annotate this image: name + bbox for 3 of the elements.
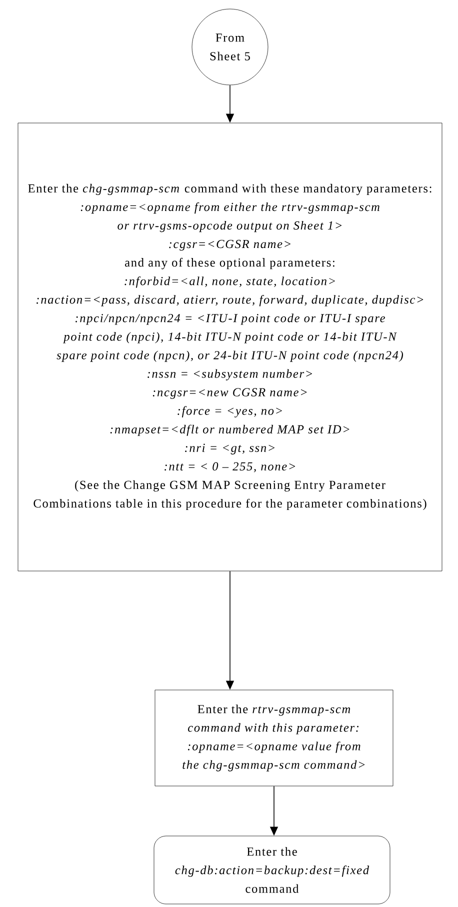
- terminal-box: Enter the chg-db:action=backup:dest=fixed command: [154, 836, 390, 904]
- process-box: Enter the rtrv-gsmmap-scm command with this parameter: :opname=<opname value from the chg-gsmmap-scm command>: [154, 690, 394, 786]
- process-box: Enter the chg-gsmmap-scm command with these mandatory parameters: :opname=<opname from either the rtrv-gsmmap-scm or rtrv-gsms-opcode output on Sheet 1> :cgsr=<CGSR name> and any of these optional parameters: :nforbid=<all, none, state, location> :naction=<pass, discard, atierr, route, forward, duplicate, dupdisc> :npci/npcn/npcn24 = <ITU-I point code or ITU-I spare point code (npci), 14-bit ITU-N point code or 14-bit ITU-N spare point code (npcn), or 24-bit ITU-N point code (npcn24) :nssn = <subsystem number> :ncgsr=<new CGSR name> :force = <yes, no> :nmapset=<dflt or numbered MAP set ID> :nri = <gt, ssn> :ntt = < 0 – 255, none> (See the Change GSM MAP Screening Entry Parameter Combinations table in this procedure for the parameter combinations): [18, 122, 442, 572]
